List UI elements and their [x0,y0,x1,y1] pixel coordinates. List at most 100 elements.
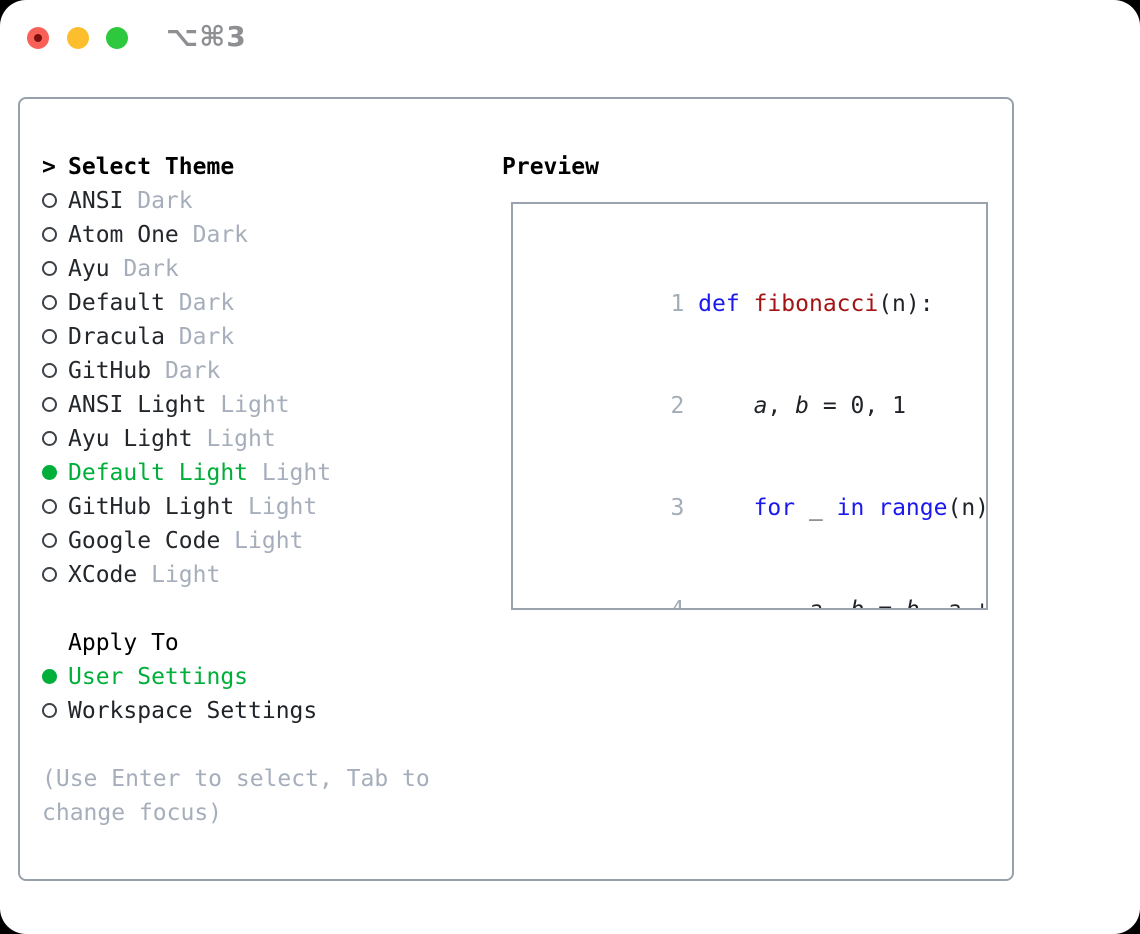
theme-variant-tag: Light [234,528,304,554]
theme-picker-header: > Select Theme [42,150,492,184]
close-button[interactable] [27,27,49,49]
theme-list-item[interactable]: XCode Light [42,558,492,592]
code-token [740,291,754,317]
theme-variant-tag: Light [220,392,290,418]
radio-marker [42,524,68,558]
code-tokens: for _ in range(n): [698,495,988,521]
theme-list-item[interactable]: Default Light Light [42,456,492,490]
code-token: , [822,597,851,610]
theme-name: Google Code [68,528,221,554]
radio-marker [42,422,68,456]
radio-marker [42,388,68,422]
theme-name: GitHub Light [68,494,235,520]
line-number: 1 [670,291,685,317]
radio-icon [42,193,57,208]
code-tokens: a, b = 0, 1 [698,393,906,419]
code-token: a [947,597,962,610]
theme-list-item[interactable]: Default Dark [42,286,492,320]
code-token: fibonacci [753,291,879,317]
preview-title: Preview [502,154,599,180]
apply-to-option-label: Workspace Settings [68,698,318,724]
radio-marker [42,320,68,354]
code-line: 3 for _ in range(n): [532,457,986,559]
radio-marker [42,694,68,728]
code-tokens: a, b = b, a + b [698,597,988,610]
code-token: b [850,597,865,610]
code-token: (n): [947,495,988,521]
theme-name: ANSI Light [68,392,207,418]
line-number: 3 [670,495,685,521]
theme-picker-title: Select Theme [68,154,235,180]
theme-list-item[interactable]: Ayu Dark [42,252,492,286]
theme-variant-tag: Dark [178,290,235,316]
theme-variant-tag: Dark [192,222,249,248]
apply-to-section: Apply To User Settings Workspace Setting… [42,626,492,728]
code-token: for [753,495,796,521]
code-token: in [836,495,865,521]
theme-variant-tag: Light [151,562,221,588]
theme-variant-tag: Dark [137,188,193,214]
apply-to-option[interactable]: User Settings [42,660,492,694]
theme-list-item[interactable]: Google Code Light [42,524,492,558]
theme-name: Ayu Light [68,426,193,452]
radio-icon [42,669,57,684]
code-tokens: def fibonacci(n): [698,291,933,317]
code-token: b [905,597,920,610]
theme-name: Ayu [68,256,110,282]
radio-marker [42,252,68,286]
code-token: + [975,597,988,610]
radio-icon [42,261,57,276]
code-token: def [698,291,740,317]
radio-icon [42,227,57,242]
line-number: 4 [670,597,685,610]
theme-variant-tag: Light [206,426,276,452]
code-token: = [864,597,906,610]
theme-variant-tag: Dark [123,256,179,282]
theme-list-item[interactable]: Dracula Dark [42,320,492,354]
keyboard-hint: (Use Enter to select, Tab to change focu… [42,766,444,826]
radio-marker [42,218,68,252]
window-shortcut-label: ⌥⌘3 [166,20,247,53]
theme-variant-tag: Dark [164,358,221,384]
radio-marker [42,184,68,218]
theme-list-item[interactable]: GitHub Light Light [42,490,492,524]
theme-variant-tag: Dark [178,324,235,350]
theme-list-item[interactable]: ANSI Light Light [42,388,492,422]
radio-marker [42,558,68,592]
minimize-button[interactable] [67,27,89,49]
code-line: 1 def fibonacci(n): [532,253,986,355]
theme-list-item[interactable]: Atom One Dark [42,218,492,252]
titlebar: ⌥⌘3 [0,0,1140,76]
theme-name: XCode [68,562,138,588]
theme-name: Atom One [68,222,179,248]
code-token: (n): [878,291,934,317]
theme-list: ANSI Dark Atom One Dark Ayu Dark Default… [42,184,492,592]
theme-name: Default [68,290,165,316]
apply-to-option[interactable]: Workspace Settings [42,694,492,728]
code-token: b [795,393,809,419]
radio-icon [42,295,57,310]
code-token: a [753,393,768,419]
main-panel: > Select Theme ANSI Dark Atom One Dark A… [18,97,1014,881]
radio-icon [42,567,57,582]
code-token [698,393,753,419]
theme-variant-tag: Light [261,460,332,486]
theme-name: Dracula [68,324,165,350]
maximize-button[interactable] [106,27,128,49]
theme-list-item[interactable]: Ayu Light Light [42,422,492,456]
radio-marker [42,660,68,694]
code-token: _ [795,495,837,521]
theme-list-item[interactable]: ANSI Dark [42,184,492,218]
radio-icon [42,397,57,412]
theme-list-item[interactable]: GitHub Dark [42,354,492,388]
code-token [698,597,809,608]
radio-marker [42,354,68,388]
code-line: 4 a, b = b, a + b [532,559,988,610]
cursor-icon: > [42,154,56,180]
radio-icon [42,499,57,514]
radio-marker [42,286,68,320]
theme-picker: > Select Theme ANSI Dark Atom One Dark A… [42,150,492,830]
